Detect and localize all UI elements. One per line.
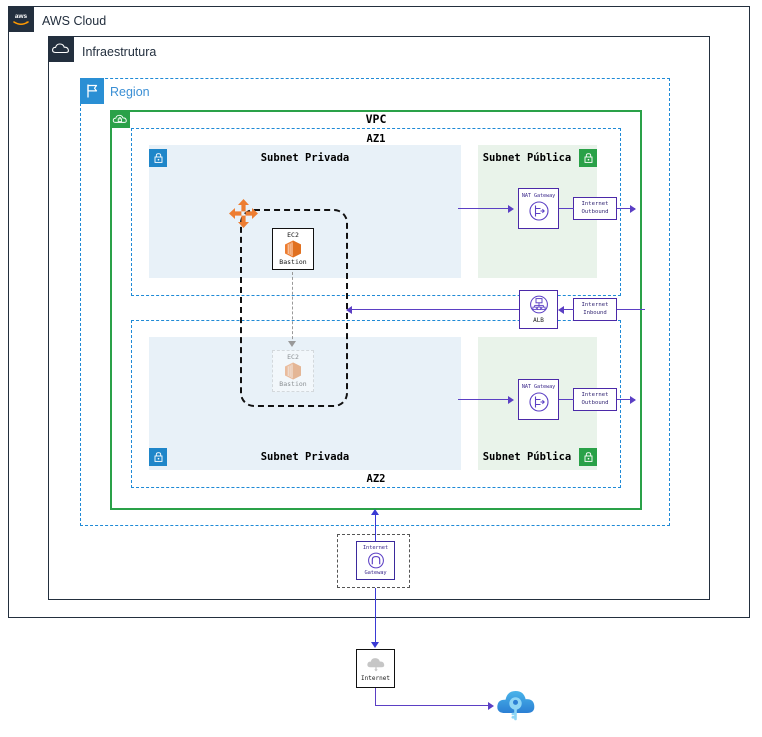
vpc-title: VPC	[365, 112, 387, 126]
internet-inbound-annotation: Internet Inbound	[573, 298, 617, 321]
lock-icon	[149, 149, 167, 167]
connector-private-to-nat-az2	[458, 399, 510, 401]
aws-logo-icon: aws	[8, 6, 34, 32]
lock-icon	[579, 448, 597, 466]
subnet-private-az1-label: Subnet Privada	[260, 152, 350, 164]
connector-private-to-nat-az1-arrow	[508, 204, 514, 213]
ec2-bastion-standby[interactable]: EC2 Bastion	[272, 350, 314, 392]
availability-zone-1-container	[131, 128, 621, 296]
nat-gateway-az1-caption: NAT Gateway	[521, 192, 556, 199]
internet-inbound-line2: Inbound	[583, 309, 607, 316]
nat-gateway-az2[interactable]: NAT Gateway	[518, 379, 559, 420]
cloud-icon	[48, 36, 74, 62]
internet-outbound-annotation-az2: Internet Outbound	[573, 388, 617, 411]
subnet-private-az2-label: Subnet Privada	[260, 451, 350, 463]
connector-nat-to-outbound-az1	[559, 208, 574, 210]
connector-outbound-az1-exit-arrow	[630, 204, 636, 213]
route-four-arrows-icon	[228, 198, 259, 229]
internet-outbound-az1-line1: Internet	[581, 201, 609, 208]
ec2-instance-icon	[285, 240, 301, 258]
internet-gateway[interactable]: Internet Gateway	[356, 541, 395, 580]
ec2-bastion-primary-caption: EC2	[287, 230, 299, 239]
internet-gateway-boundary	[337, 534, 410, 588]
connector-alb-to-bastion-arrow	[346, 305, 352, 314]
subnet-public-az1-label: Subnet Pública	[482, 152, 572, 164]
lock-icon	[579, 149, 597, 167]
connector-igw-to-vpc-arrow	[371, 509, 379, 515]
internet-gateway-icon	[367, 552, 384, 569]
ec2-bastion-standby-caption: EC2	[287, 352, 299, 361]
internet-cloud-icon	[366, 658, 384, 672]
internet-node[interactable]: Internet	[356, 649, 395, 688]
connector-igw-to-vpc	[374, 515, 376, 541]
aws-cloud-title: AWS Cloud	[42, 14, 107, 28]
internet-outbound-annotation-az1: Internet Outbound	[573, 197, 617, 220]
nat-gateway-az2-caption: NAT Gateway	[521, 383, 556, 390]
internet-node-label: Internet	[361, 674, 390, 682]
connector-outbound-az2-exit	[617, 399, 635, 401]
connector-igw-to-internet	[374, 588, 376, 643]
application-load-balancer-icon	[529, 295, 548, 314]
internet-outbound-az2-line1: Internet	[581, 392, 609, 399]
internet-outbound-az2-line2: Outbound	[581, 399, 609, 406]
nat-gateway-icon	[528, 201, 549, 222]
lock-icon	[149, 448, 167, 466]
nat-gateway-icon	[528, 392, 549, 413]
ec2-instance-icon	[285, 362, 301, 380]
internet-outbound-az1-line2: Outbound	[581, 208, 609, 215]
connector-private-to-nat-az2-arrow	[508, 395, 514, 404]
ec2-bastion-primary-label: Bastion	[279, 258, 307, 266]
infrastructure-title: Infraestrutura	[82, 45, 157, 59]
bastion-failover-connector	[292, 272, 293, 344]
connector-alb-to-bastion	[350, 309, 519, 311]
application-load-balancer[interactable]: ALB	[519, 290, 558, 329]
internet-inbound-line1: Internet	[581, 302, 609, 309]
subnet-public-az2-label: Subnet Pública	[482, 451, 572, 463]
connector-nat-to-outbound-az2	[559, 399, 574, 401]
ec2-bastion-standby-label: Bastion	[279, 380, 307, 388]
connector-inbound-to-alb	[560, 309, 574, 311]
connector-internet-inbound-entry	[617, 309, 645, 311]
region-flag-icon	[80, 78, 104, 104]
availability-zone-1-label: AZ1	[366, 133, 386, 145]
region-title: Region	[110, 85, 150, 99]
svg-text:aws: aws	[15, 13, 28, 20]
connector-internet-to-cloud-arrow	[488, 701, 494, 710]
connector-internet-to-cloud-horizontal	[374, 705, 491, 707]
connector-inbound-to-alb-arrow	[558, 305, 564, 314]
bastion-failover-arrowhead	[288, 341, 296, 347]
cloud-key-icon[interactable]	[494, 686, 536, 724]
connector-internet-to-cloud-vertical	[374, 688, 376, 706]
nat-gateway-az1[interactable]: NAT Gateway	[518, 188, 559, 229]
connector-outbound-az1-exit	[617, 208, 635, 210]
subnet-private-az2	[149, 337, 461, 470]
availability-zone-2-label: AZ2	[366, 473, 386, 485]
availability-zone-2-container	[131, 320, 621, 488]
ec2-bastion-primary[interactable]: EC2 Bastion	[272, 228, 314, 270]
internet-gateway-caption-bottom: Gateway	[364, 570, 387, 576]
vpc-cloud-icon	[110, 110, 130, 128]
connector-private-to-nat-az1	[458, 208, 510, 210]
connector-igw-to-internet-arrow	[371, 642, 379, 648]
internet-gateway-caption-top: Internet	[362, 544, 389, 551]
application-load-balancer-label: ALB	[533, 317, 544, 325]
connector-outbound-az2-exit-arrow	[630, 395, 636, 404]
